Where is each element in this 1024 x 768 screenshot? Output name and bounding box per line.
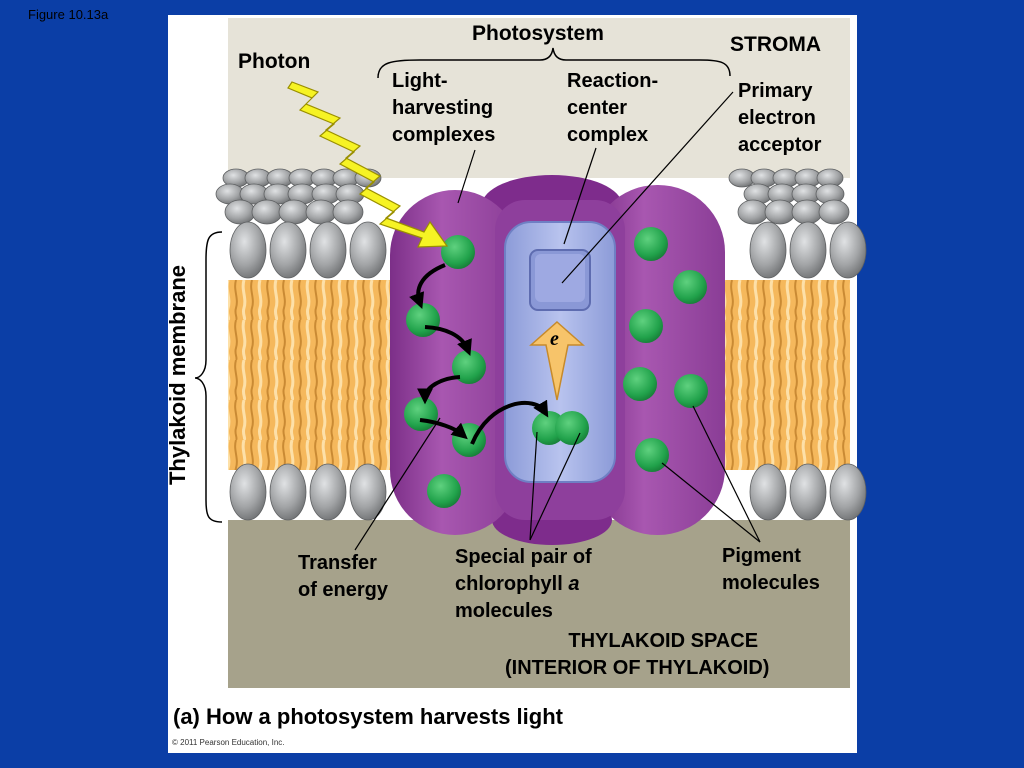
figure-caption: (a) How a photosystem harvests light — [173, 704, 563, 729]
photon-bolt — [287, 81, 449, 248]
lipid-heads-top — [215, 168, 867, 279]
pigment-molecule — [673, 270, 707, 304]
pigment-molecule — [674, 374, 708, 408]
lipid-head — [269, 221, 307, 279]
lipid-head — [269, 463, 307, 521]
lipid-head — [737, 199, 769, 225]
photosystem-brace — [377, 47, 731, 79]
lipid-head — [764, 199, 796, 225]
photon-label: Photon — [238, 50, 311, 73]
electron-label: e — [550, 328, 559, 350]
electron-arrow — [529, 320, 585, 401]
lipid-head — [229, 221, 267, 279]
pigment-molecule — [634, 227, 668, 261]
pigment-molecule — [629, 309, 663, 343]
lipid-head — [789, 221, 827, 279]
pigment-molecule — [452, 350, 486, 384]
energy-transfer-arrows — [409, 263, 549, 445]
figure-number: Figure 10.13a — [28, 7, 109, 22]
pigment-molecules-label: Pigment molecules — [722, 545, 820, 594]
reaction-center-label: Reaction- center complex — [567, 70, 659, 146]
lipid-head — [749, 221, 787, 279]
stroma-label: STROMA — [730, 33, 821, 56]
lipid-head — [224, 199, 256, 225]
light-harvesting-label: Light- harvesting complexes — [392, 70, 496, 146]
thylakoid-space-region — [228, 520, 850, 688]
copyright-notice: © 2011 Pearson Education, Inc. — [172, 738, 285, 747]
pigment-molecule — [441, 235, 475, 269]
pigment-molecule — [406, 303, 440, 337]
lipid-head — [349, 463, 387, 521]
membrane-brace — [194, 231, 223, 523]
lipid-head — [332, 199, 364, 225]
lipid-head — [305, 199, 337, 225]
special-pair-chlorophyll — [555, 411, 589, 445]
photosystem-label: Photosystem — [472, 22, 604, 45]
pigment-molecule — [427, 474, 461, 508]
pigment-molecule — [635, 438, 669, 472]
lipid-head — [229, 463, 267, 521]
stroma-region — [228, 18, 850, 178]
pigment-molecule — [623, 367, 657, 401]
pigment-molecule — [404, 397, 438, 431]
lipid-head — [349, 221, 387, 279]
primary-acceptor-label: Primary electron acceptor — [738, 80, 822, 156]
reaction-center-complex — [504, 221, 616, 483]
lipid-head — [818, 199, 850, 225]
lipid-head — [309, 463, 347, 521]
lipid-head — [309, 221, 347, 279]
lipid-head — [789, 463, 827, 521]
lipid-head — [251, 199, 283, 225]
lipid-head — [278, 199, 310, 225]
transfer-energy-label: Transfer of energy — [298, 552, 389, 601]
special-pair-label: Special pair of chlorophyll a molecules — [455, 546, 592, 622]
lipid-head — [829, 221, 867, 279]
thylakoid-space-label: THYLAKOID SPACE (INTERIOR OF THYLAKOID) — [505, 630, 770, 679]
lipid-heads-bottom — [229, 463, 867, 521]
lipid-head — [829, 463, 867, 521]
lipid-head — [749, 463, 787, 521]
thylakoid-membrane-label: Thylakoid membrane — [165, 264, 190, 486]
leader-lines — [354, 91, 761, 551]
lipid-head — [791, 199, 823, 225]
